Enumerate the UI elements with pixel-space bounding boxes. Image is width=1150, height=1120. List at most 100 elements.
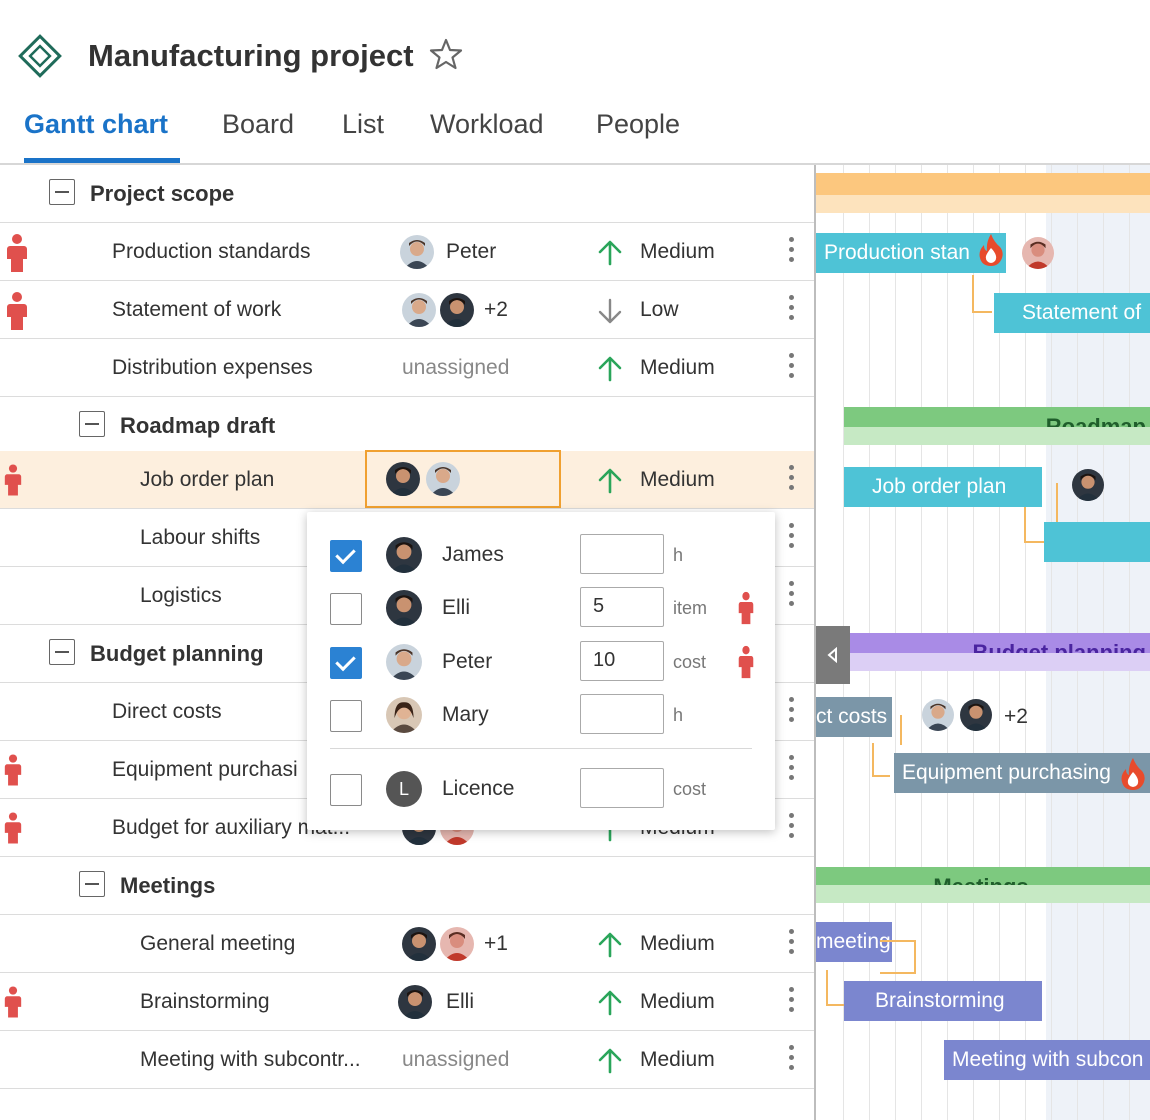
task-name[interactable]: Brainstorming <box>140 990 270 1013</box>
priority-label[interactable]: Medium <box>640 240 715 263</box>
table-row-selected[interactable]: Job order plan Medium <box>0 451 814 509</box>
project-title: Manufacturing project <box>88 38 414 73</box>
task-name[interactable]: Statement of work <box>112 298 282 321</box>
quantity-input[interactable] <box>580 534 664 574</box>
assignee-dropdown: James h Elli 5 item Peter 10 cost Mary h… <box>307 512 775 830</box>
tab-people[interactable]: People <box>596 109 681 139</box>
collapse-toggle-icon[interactable] <box>49 179 75 205</box>
priority-label[interactable]: Medium <box>640 1048 715 1071</box>
tab-workload[interactable]: Workload <box>430 109 544 139</box>
row-menu-icon[interactable] <box>784 755 798 787</box>
gantt-group-bar-project-scope[interactable] <box>816 173 1150 195</box>
gantt-bar-labour-shifts[interactable] <box>1044 522 1150 562</box>
gantt-bar-equipment-purchasing[interactable]: Equipment purchasing <box>894 753 1150 793</box>
dropdown-item-mary[interactable]: Mary h <box>307 692 775 742</box>
table-row[interactable]: Production standards Peter Medium <box>0 223 814 281</box>
task-name[interactable]: Direct costs <box>112 700 222 723</box>
row-menu-icon[interactable] <box>784 1045 798 1077</box>
assignee-extra-count[interactable]: +1 <box>484 932 508 955</box>
dependency-connector <box>972 275 992 313</box>
row-menu-icon[interactable] <box>784 465 798 497</box>
row-menu-icon[interactable] <box>784 581 798 613</box>
avatar <box>1022 237 1054 269</box>
gantt-bar-statement-of-work[interactable]: Statement of <box>994 293 1150 333</box>
row-menu-icon[interactable] <box>784 987 798 1019</box>
tab-list[interactable]: List <box>342 109 385 139</box>
dropdown-item-james[interactable]: James h <box>307 532 775 582</box>
group-name: Roadmap draft <box>120 413 276 438</box>
gantt-bar-job-order-plan[interactable]: Job order plan <box>844 467 1042 507</box>
dropdown-divider <box>330 748 752 749</box>
table-row-group-roadmap-draft[interactable]: Roadmap draft <box>0 397 814 455</box>
tab-board[interactable]: Board <box>222 109 295 139</box>
resource-checkbox[interactable] <box>330 774 362 806</box>
assignee-checkbox[interactable] <box>330 593 362 625</box>
dropdown-item-elli[interactable]: Elli 5 item <box>307 585 775 635</box>
quantity-input[interactable] <box>580 768 664 808</box>
assignee-unassigned[interactable]: unassigned <box>402 1048 510 1071</box>
row-menu-icon[interactable] <box>784 237 798 269</box>
assignee-extra-count[interactable]: +2 <box>484 298 508 321</box>
gantt-group-bar-budget-planning[interactable]: Budget planning <box>850 633 1150 655</box>
gantt-splitter[interactable] <box>814 165 816 1120</box>
dropdown-item-peter[interactable]: Peter 10 cost <box>307 639 775 689</box>
table-row[interactable]: Meeting with subcontr... unassigned Medi… <box>0 1031 814 1089</box>
quantity-input[interactable]: 10 <box>580 641 664 681</box>
row-menu-icon[interactable] <box>784 813 798 845</box>
avatar <box>386 644 422 680</box>
assignee-unassigned[interactable]: unassigned <box>402 356 510 379</box>
assignee-cell-editing[interactable] <box>365 450 561 508</box>
collapse-toggle-icon[interactable] <box>79 411 105 437</box>
table-row[interactable]: General meeting +1 Medium <box>0 915 814 973</box>
assignee-checkbox[interactable] <box>330 647 362 679</box>
assignee-checkbox[interactable] <box>330 700 362 732</box>
priority-label[interactable]: Medium <box>640 468 715 491</box>
gantt-bar-general-meeting[interactable]: meeting <box>816 922 892 962</box>
critical-flame-icon <box>976 231 1006 269</box>
assignee-checkbox[interactable] <box>330 540 362 572</box>
task-name[interactable]: Meeting with subcontr... <box>140 1048 361 1071</box>
gantt-bar-direct-costs[interactable]: ct costs <box>816 697 892 737</box>
quantity-input[interactable] <box>580 694 664 734</box>
table-row-group-project-scope[interactable]: Project scope <box>0 165 814 223</box>
gantt-bar-meeting-with-subcontractors[interactable]: Meeting with subcon <box>944 1040 1150 1080</box>
task-name[interactable]: General meeting <box>140 932 296 955</box>
favorite-star-icon[interactable] <box>428 36 464 72</box>
tab-gantt-chart[interactable]: Gantt chart <box>24 109 169 139</box>
task-name[interactable]: Logistics <box>140 584 222 607</box>
table-row[interactable]: Brainstorming Elli Medium <box>0 973 814 1031</box>
row-menu-icon[interactable] <box>784 353 798 385</box>
avatar <box>440 927 474 961</box>
dependency-connector <box>872 743 890 777</box>
chevron-left-icon <box>827 647 837 663</box>
gantt-group-bar-meetings[interactable]: Meetings <box>816 867 1150 887</box>
gantt-bar-production-standards[interactable]: Production stan <box>816 233 1006 273</box>
avatar <box>960 699 992 731</box>
task-name[interactable]: Production standards <box>112 240 311 263</box>
row-menu-icon[interactable] <box>784 929 798 961</box>
row-menu-icon[interactable] <box>784 697 798 729</box>
table-row[interactable]: Distribution expenses unassigned Medium <box>0 339 814 397</box>
gantt-bar-brainstorming[interactable]: Brainstorming <box>844 981 1042 1021</box>
priority-label[interactable]: Medium <box>640 932 715 955</box>
dropdown-item-licence[interactable]: L Licence cost <box>307 766 775 816</box>
collapse-panel-button[interactable] <box>816 626 850 684</box>
assignee-name[interactable]: Elli <box>446 990 475 1013</box>
task-name[interactable]: Budget for auxiliary mat... <box>112 816 351 839</box>
row-menu-icon[interactable] <box>784 523 798 555</box>
quantity-input[interactable]: 5 <box>580 587 664 627</box>
assignee-name[interactable]: Peter <box>446 240 497 263</box>
assignee-extra-count[interactable]: +2 <box>1004 705 1028 728</box>
table-row-group-meetings[interactable]: Meetings <box>0 857 814 915</box>
collapse-toggle-icon[interactable] <box>79 871 105 897</box>
table-row[interactable]: Statement of work +2 Low <box>0 281 814 339</box>
priority-label[interactable]: Low <box>640 298 679 321</box>
collapse-toggle-icon[interactable] <box>49 639 75 665</box>
priority-label[interactable]: Medium <box>640 356 715 379</box>
task-name[interactable]: Distribution expenses <box>112 356 313 379</box>
priority-label[interactable]: Medium <box>640 990 715 1013</box>
task-name[interactable]: Job order plan <box>140 468 275 491</box>
task-name[interactable]: Labour shifts <box>140 526 261 549</box>
row-menu-icon[interactable] <box>784 295 798 327</box>
task-name[interactable]: Equipment purchasi <box>112 758 298 781</box>
